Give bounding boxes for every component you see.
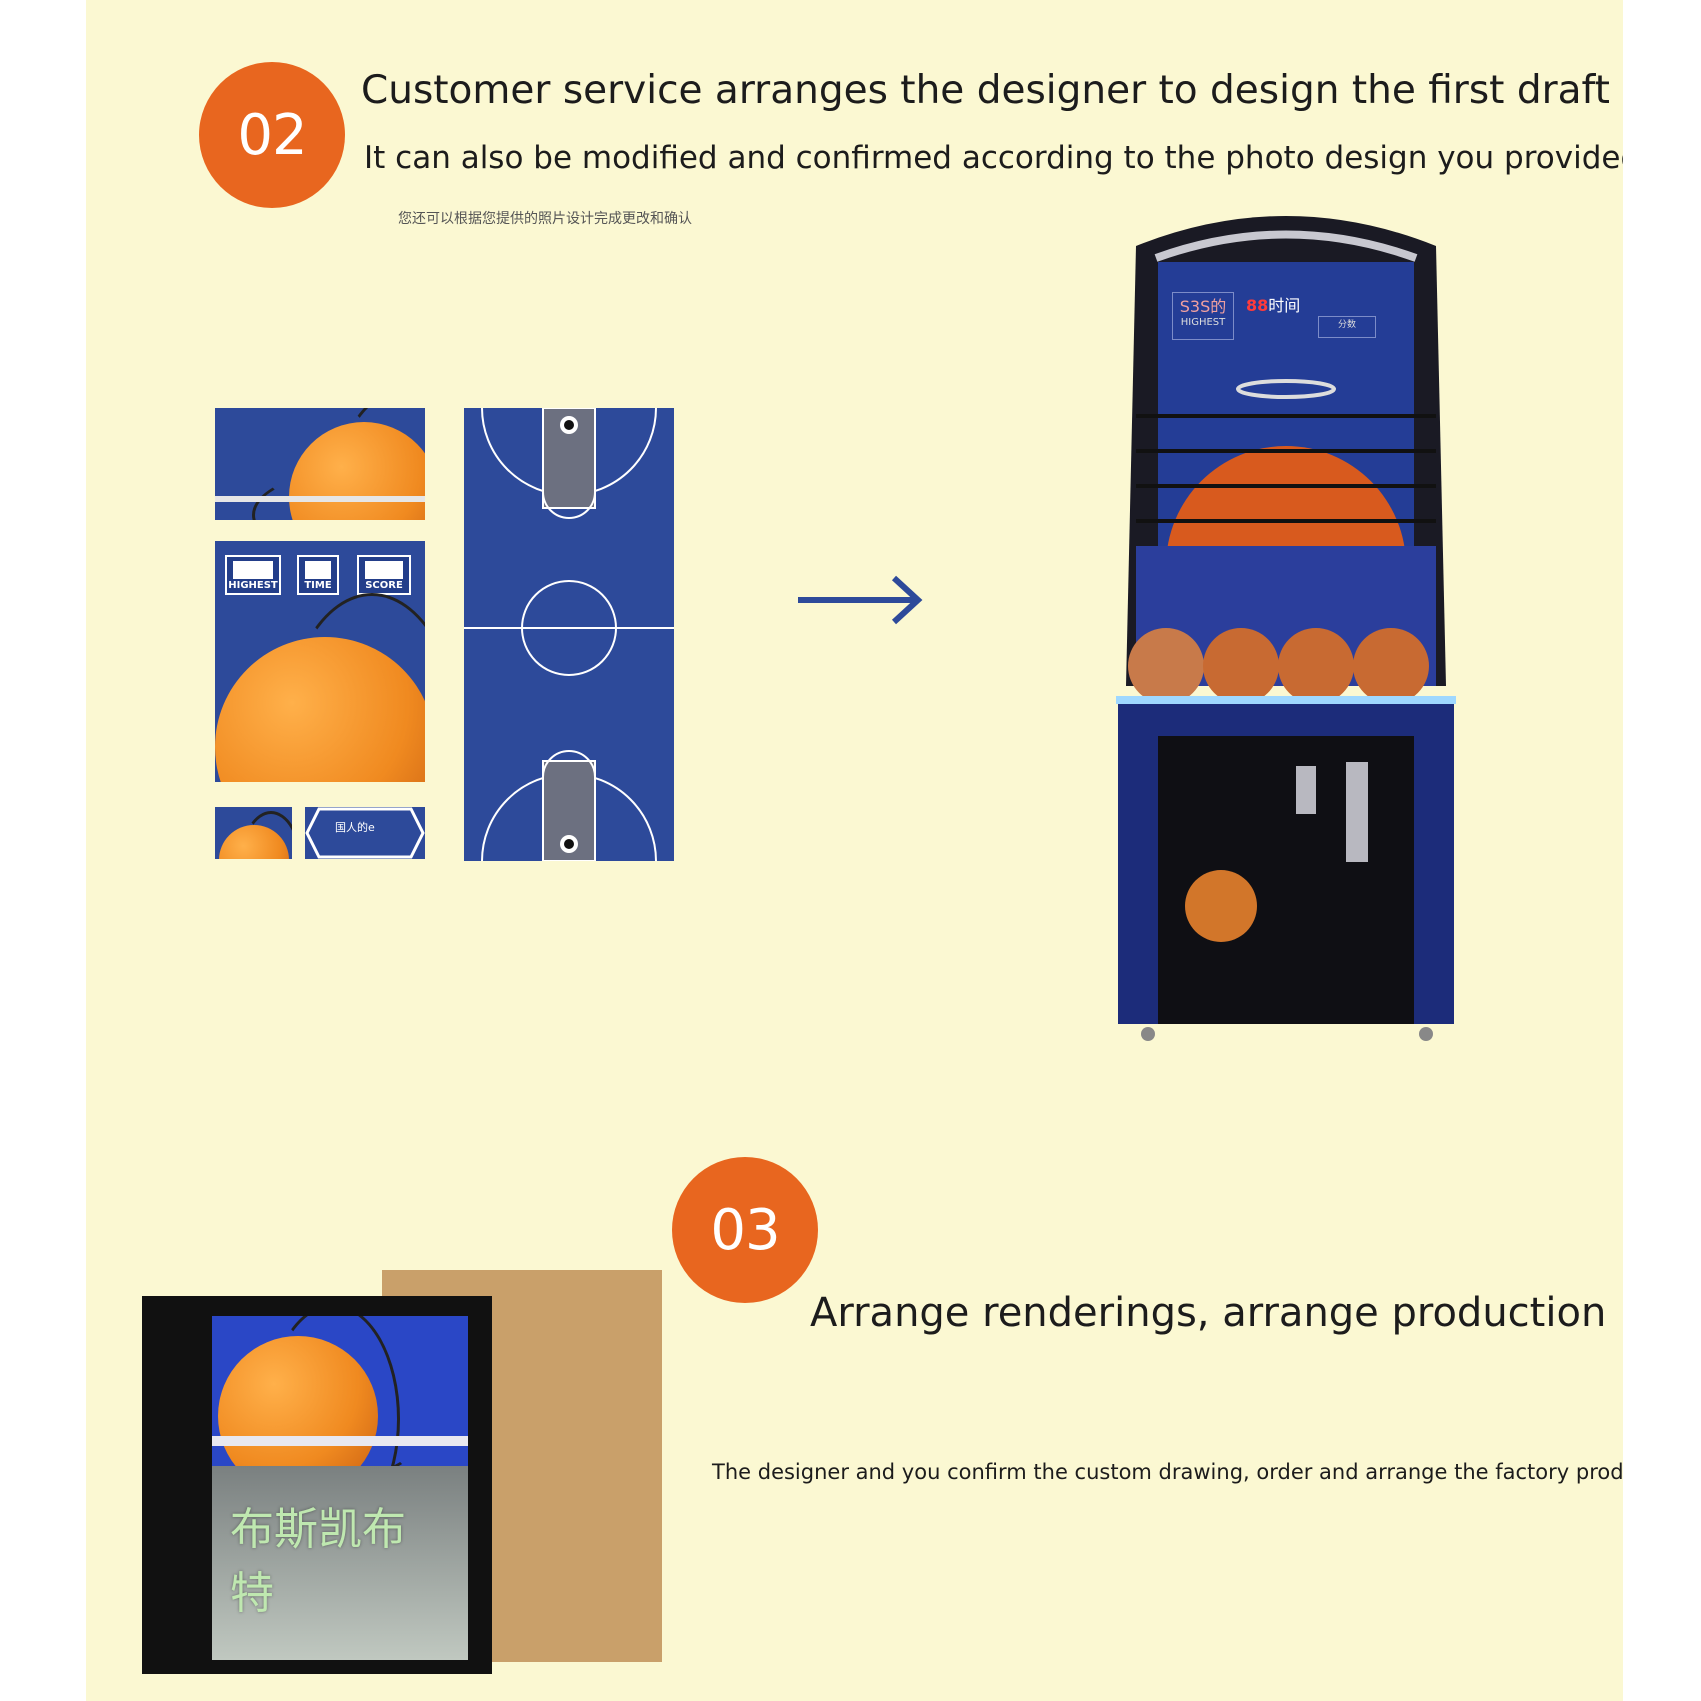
court-line [215,496,425,502]
court-lines-icon [464,408,674,861]
step-number-badge: 03 [672,1157,818,1303]
step-number-badge: 02 [199,62,345,208]
score-label-box: SCORE [357,555,411,595]
display-time: 88时间 [1246,296,1301,315]
side-panel-art [212,1316,468,1660]
display-score: 分数 [1318,316,1376,338]
step-title: Arrange renderings, arrange production [810,1290,1607,1336]
page: 02 Customer service arranges the designe… [86,0,1623,1701]
time-label-box: TIME [297,555,339,595]
step-subtitle-chinese: 您还可以根据您提供的照片设计完成更改和确认 [398,211,692,227]
step-title: Customer service arranges the designer t… [361,68,1610,113]
logo-text: 国人的e [335,821,375,834]
packaged-machine-photo: 布斯凯布 特 [142,1268,666,1684]
basketball-graphic [215,593,425,782]
basketball-graphic [251,422,425,520]
step-subtitle: It can also be modified and confirmed ac… [364,140,1623,176]
reflection-area [212,1466,468,1660]
design-panel-scoreboard: HIGHEST TIME SCORE [215,541,425,782]
hexagon-frame-icon [305,807,425,859]
step-description: The designer and you confirm the custom … [712,1460,1623,1484]
overlay-chinese-text: 布斯凯布 特 [230,1504,406,1619]
basketball-graphic [219,811,292,859]
highest-label-box: HIGHEST [225,555,281,595]
design-panel-logo: 国人的e [305,807,425,859]
design-panel-top [215,408,425,520]
court-line [212,1436,468,1446]
display-highest: S3S的 HIGHEST [1172,292,1234,340]
arcade-machine-render: S3S的 HIGHEST 88时间 分数 [1096,206,1476,1046]
court-diagram [464,408,674,861]
design-panel-small-ball [215,807,292,859]
arrow-right-icon [798,575,923,625]
arcade-machine-illustration [1116,216,1456,1041]
